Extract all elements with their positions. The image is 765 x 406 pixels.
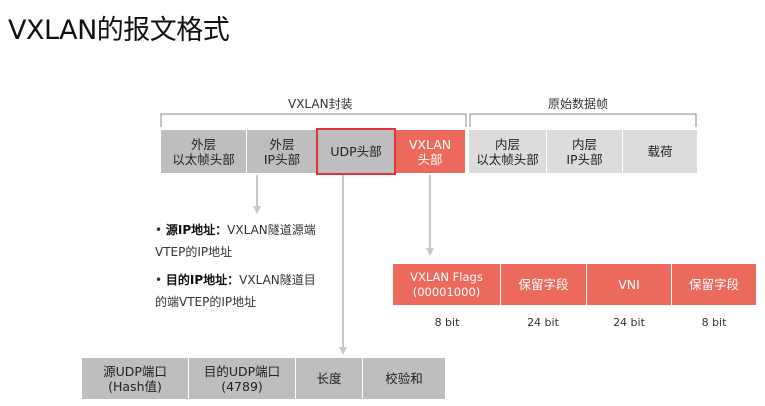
connector-vxlan-arrow	[426, 248, 434, 256]
udp-source-port-field: 源UDP端口 (Hash值)	[82, 358, 188, 399]
note-source-ip-term: 源IP地址：	[165, 223, 228, 237]
connector-ip-arrow	[253, 206, 261, 214]
note-source-ip-text: VXLAN隧道源端 VTEP的IP地址	[155, 223, 316, 259]
note-source-ip: • 源IP地址：VXLAN隧道源端 VTEP的IP地址	[155, 219, 335, 263]
field-inner-ip-header: 内层 IP头部	[547, 130, 622, 173]
bullet-dot: •	[155, 223, 163, 237]
brace-label-original-frame: 原始数据帧	[548, 97, 609, 111]
vxlan-reserved-1-bits: 24 bit	[527, 316, 559, 329]
udp-dest-port-field: 目的UDP端口 (4789)	[189, 358, 295, 399]
vxlan-flags-field: VXLAN Flags (00001000)	[393, 264, 500, 305]
vxlan-flags-bits: 8 bit	[434, 316, 460, 329]
vxlan-reserved-2-bits: 8 bit	[701, 316, 727, 329]
connector-udp-arrow	[339, 347, 347, 355]
note-dest-ip-term: 目的IP地址：	[165, 273, 240, 287]
field-outer-ip-header: 外层 IP头部	[247, 130, 317, 173]
udp-length-field: 长度	[296, 358, 362, 399]
page-title: VXLAN的报文格式	[8, 15, 230, 46]
vxlan-reserved-field-2: 保留字段	[672, 264, 756, 305]
field-udp-header: UDP头部	[318, 130, 394, 173]
vxlan-reserved-field-1: 保留字段	[501, 264, 586, 305]
field-payload: 载荷	[623, 130, 697, 173]
brace-label-vxlan-encap: VXLAN封装	[288, 97, 353, 111]
field-vxlan-header: VXLAN 头部	[395, 130, 465, 173]
field-outer-ethernet-header: 外层 以太帧头部	[161, 130, 246, 173]
brace-original-frame	[469, 113, 697, 127]
vxlan-vni-bits: 24 bit	[613, 316, 645, 329]
bullet-dot: •	[155, 273, 163, 287]
note-dest-ip: • 目的IP地址：VXLAN隧道目 的端VTEP的IP地址	[155, 269, 335, 313]
brace-vxlan-encap	[160, 113, 467, 127]
udp-checksum-field: 校验和	[363, 358, 445, 399]
field-inner-ethernet-header: 内层 以太帧头部	[469, 130, 546, 173]
vxlan-vni-field: VNI	[587, 264, 671, 305]
note-dest-ip-text: VXLAN隧道目 的端VTEP的IP地址	[155, 273, 316, 309]
udp-header-highlight	[316, 128, 396, 175]
